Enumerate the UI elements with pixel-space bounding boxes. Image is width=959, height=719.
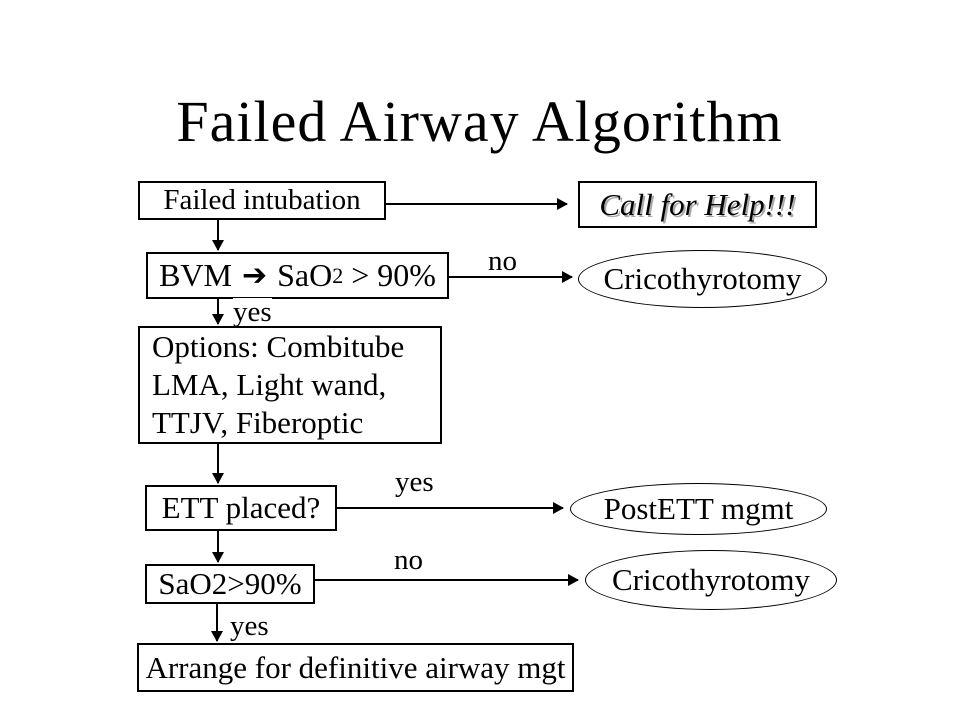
connector-ett-to-sao2	[212, 531, 224, 563]
arrowhead-icon	[212, 552, 224, 563]
node-ett-placed: ETT placed?	[145, 485, 337, 531]
node-options-line3: TTJV, Fiberoptic	[152, 405, 364, 440]
node-failed-intubation-label: Failed intubation	[163, 184, 361, 216]
arrowhead-icon	[562, 271, 573, 283]
node-cricothyrotomy-1-label: Cricothyrotomy	[603, 261, 802, 296]
arrowhead-icon	[553, 502, 564, 514]
node-options-line2: LMA, Light wand,	[152, 367, 387, 402]
edge-label-bvm-no: no	[488, 245, 517, 277]
page-title: Failed Airway Algorithm	[176, 89, 783, 154]
node-sao2: SaO2>90%	[145, 564, 315, 604]
node-options: Options: Combitube LMA, Light wand, TTJV…	[138, 326, 442, 444]
node-postett-mgmt-label: PostETT mgmt	[603, 491, 794, 526]
connector-bvm-to-options	[212, 299, 224, 325]
node-postett-mgmt: PostETT mgmt	[570, 483, 827, 535]
node-ett-placed-label: ETT placed?	[161, 490, 321, 525]
arrowhead-icon	[212, 473, 224, 484]
node-cricothyrotomy-2: Cricothyrotomy	[585, 550, 837, 610]
connector-sao2-to-cricothyrotomy	[315, 574, 579, 586]
node-bvm-label-pre: BVM	[159, 257, 232, 293]
node-options-line1: Options: Combitube	[152, 329, 405, 364]
arrowhead-icon	[212, 314, 224, 325]
edge-label-sao2-no: no	[394, 544, 423, 576]
node-failed-intubation: Failed intubation	[138, 181, 386, 220]
right-arrow-icon: ➔	[241, 258, 268, 293]
arrowhead-icon	[568, 574, 579, 586]
connector-bvm-to-cricothyrotomy	[449, 271, 573, 283]
node-bvm-label-mid: SaO	[277, 257, 333, 293]
connector-failed-to-bvm	[212, 220, 224, 251]
node-call-for-help-label: Call for Help!!!	[599, 186, 796, 222]
arrowhead-icon	[557, 198, 568, 210]
node-bvm-label-post: > 90%	[351, 257, 436, 293]
node-sao2-label: SaO2>90%	[158, 566, 302, 601]
node-arrange-definitive-label: Arrange for definitive airway mgt	[145, 649, 566, 685]
edge-label-ett-yes: yes	[395, 466, 434, 498]
node-bvm-subscript: 2	[332, 262, 344, 288]
edge-label-sao2-yes: yes	[230, 610, 269, 642]
node-cricothyrotomy-2-label: Cricothyrotomy	[611, 562, 811, 597]
connector-options-to-ett	[212, 444, 224, 484]
connector-ett-to-postett	[337, 502, 564, 514]
edge-label-bvm-yes: yes	[233, 296, 272, 328]
arrowhead-icon	[212, 240, 224, 251]
connector-sao2-to-arrange	[211, 604, 223, 642]
connector-failed-to-call	[386, 198, 568, 210]
node-call-for-help: Call for Help!!!	[578, 181, 817, 228]
node-cricothyrotomy-1: Cricothyrotomy	[578, 250, 827, 308]
arrowhead-icon	[211, 631, 223, 642]
node-arrange-definitive: Arrange for definitive airway mgt	[137, 643, 574, 692]
